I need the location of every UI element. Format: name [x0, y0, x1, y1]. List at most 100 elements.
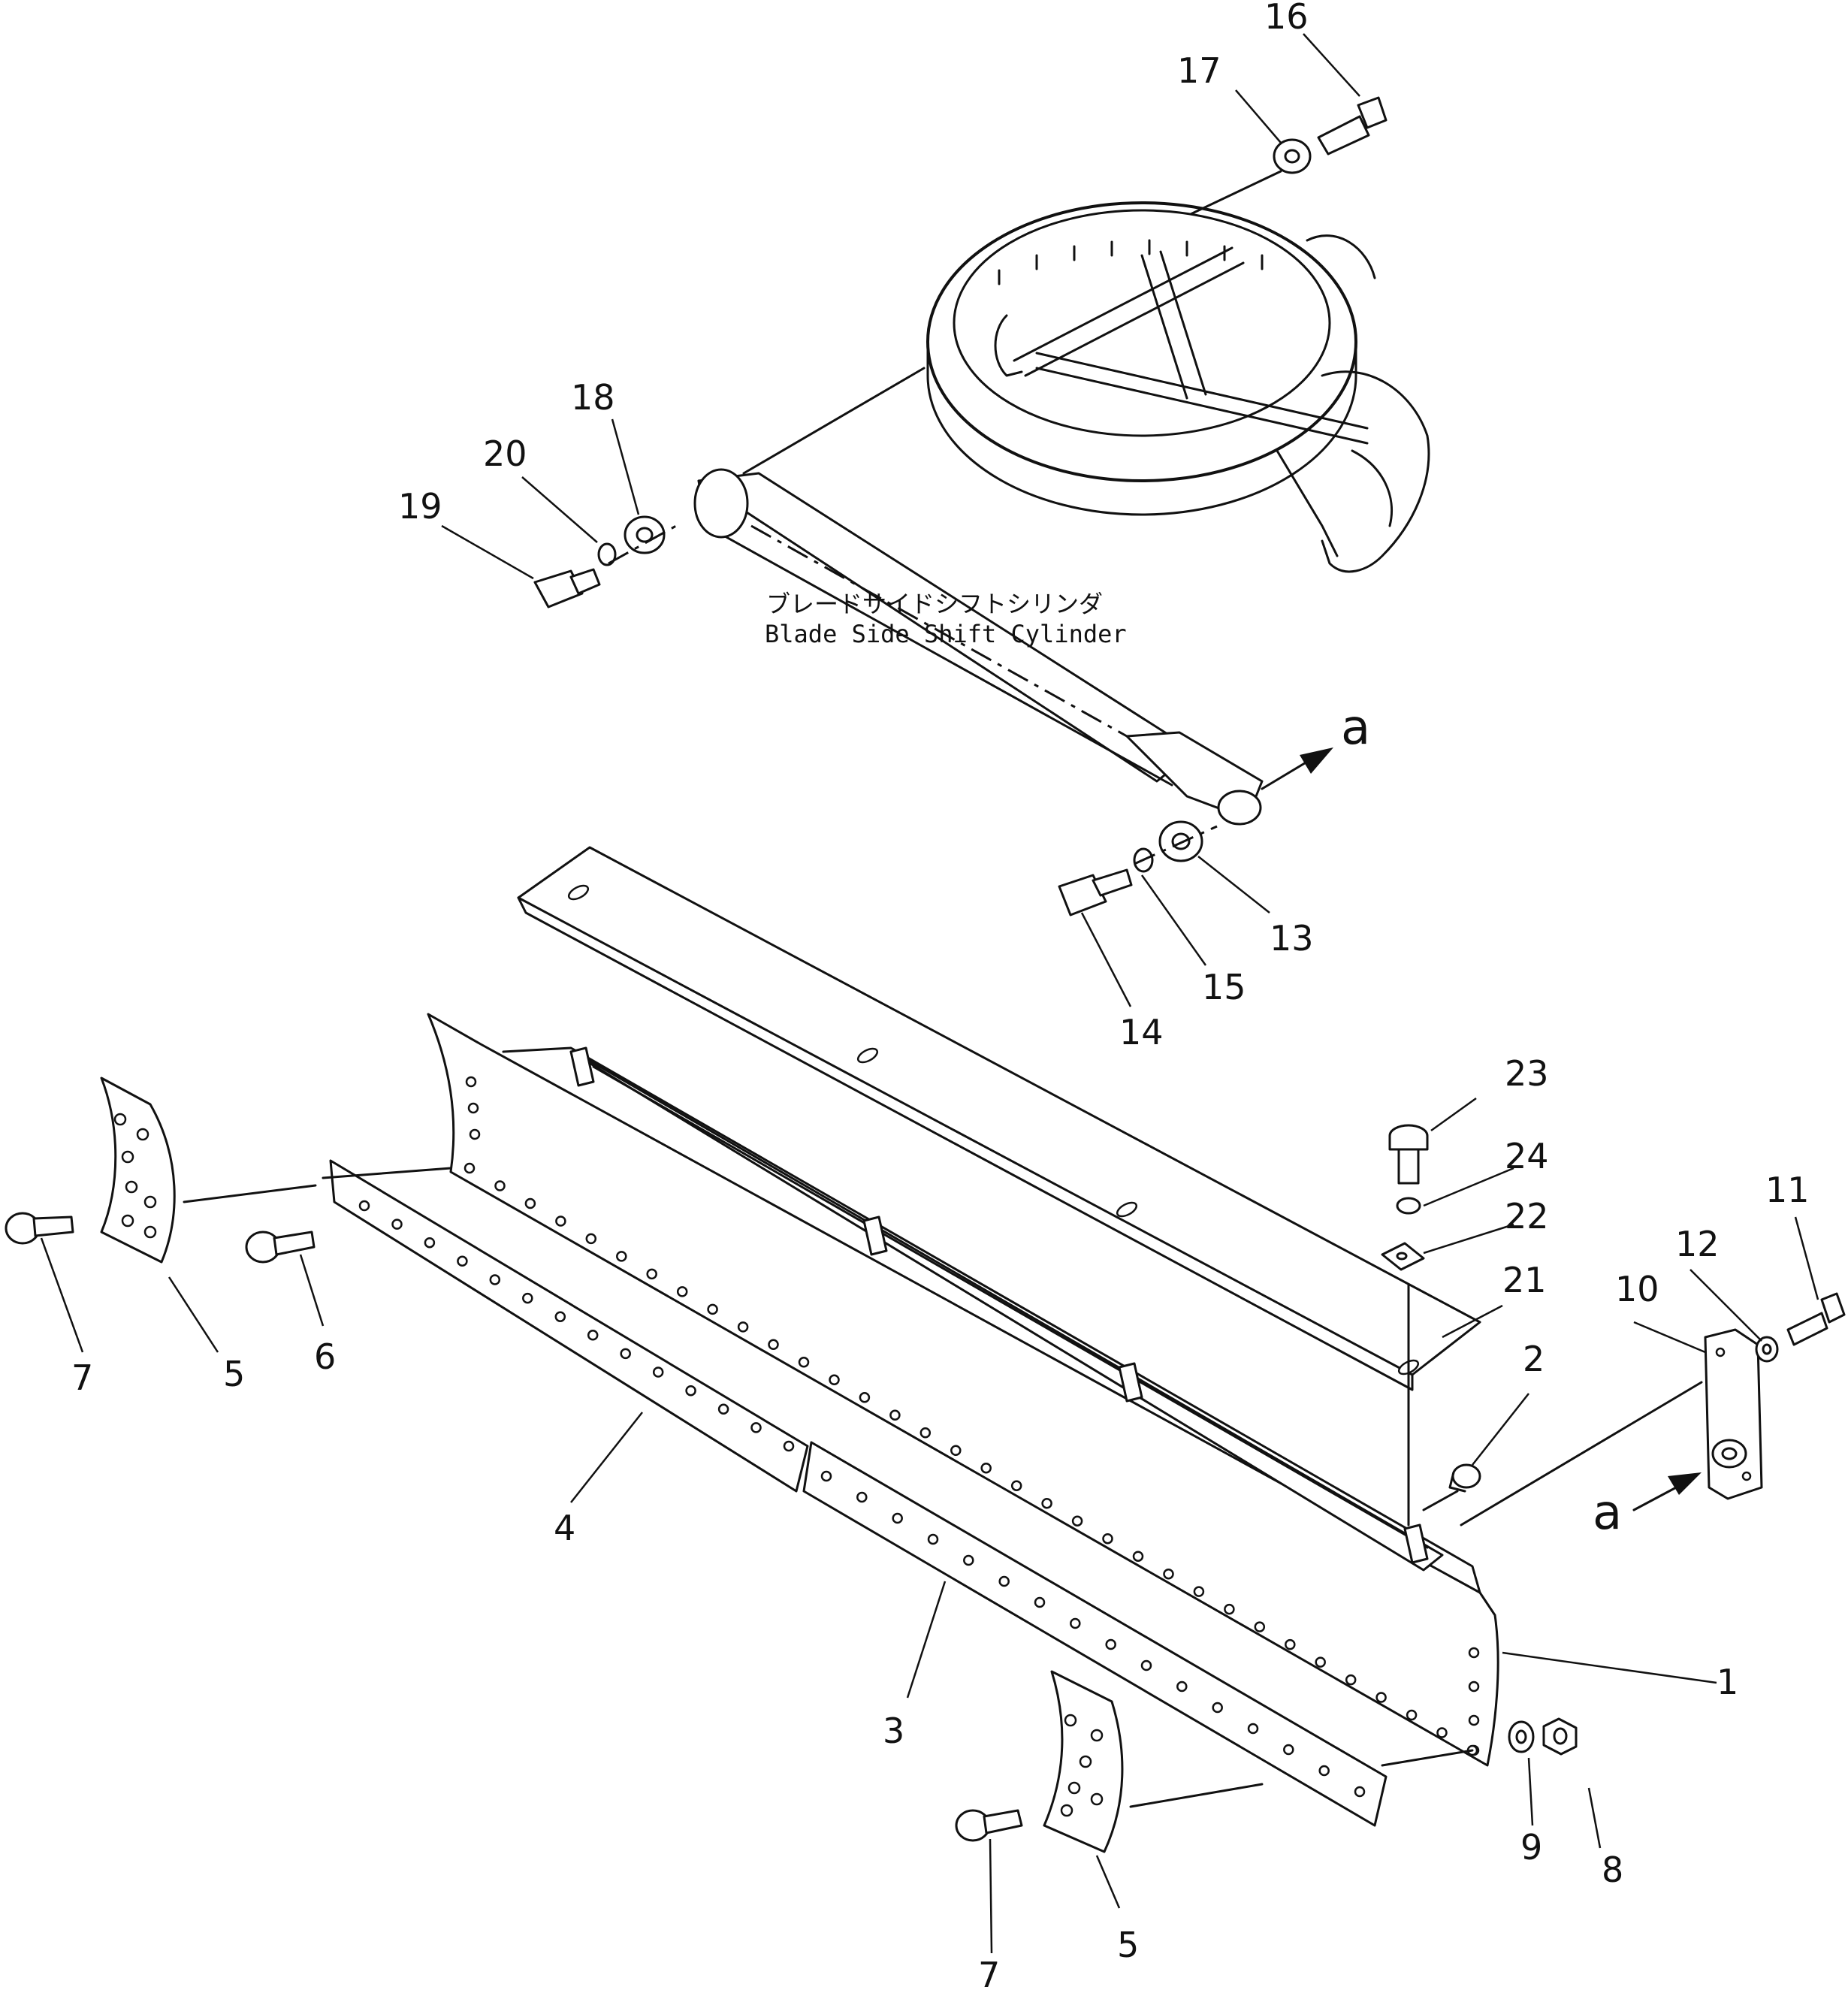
top-plate: [517, 846, 1481, 1391]
part-label-23: 23: [1505, 1053, 1549, 1094]
view-label-a-top: a: [1341, 700, 1370, 756]
side-shift-cylinder: [693, 468, 1264, 826]
caption-japanese: ブレードサイドシフトシリンダ: [766, 590, 1103, 618]
part-label-8: 8: [1602, 1850, 1623, 1890]
end-bit-left: [100, 1077, 176, 1264]
cutting-edge-hole: [1034, 1596, 1046, 1608]
part-label-16: 16: [1264, 0, 1309, 37]
cutting-edge-hole: [554, 1311, 566, 1322]
blade-bolt-hole: [1102, 1533, 1113, 1545]
cutting-edge-left: [329, 1159, 809, 1493]
cutting-edge-hole: [892, 1512, 903, 1524]
connector-line: [1189, 170, 1282, 216]
cylinder-head-fasteners: [533, 515, 677, 608]
part-label-6: 6: [314, 1336, 336, 1377]
blade-bolt-hole: [646, 1268, 657, 1280]
blade-bolt-hole: [555, 1215, 566, 1227]
rod-end-fasteners: [1058, 820, 1218, 916]
part-label-2: 2: [1523, 1339, 1545, 1379]
blade-bolt-hole: [1285, 1638, 1296, 1650]
blade-bolt-hole: [1315, 1656, 1326, 1668]
part-label-13: 13: [1270, 918, 1314, 959]
cutting-edge-hole: [424, 1237, 436, 1249]
blade-bolt-hole: [1041, 1497, 1052, 1509]
washer-24: [1396, 1197, 1421, 1215]
blade-bolt-hole: [1010, 1480, 1022, 1491]
blade-bolt-hole: [950, 1445, 962, 1457]
cutting-edge-hole: [457, 1255, 468, 1267]
cutting-edge-hole: [963, 1554, 974, 1566]
blade-bolt-hole: [1345, 1674, 1357, 1686]
cutting-edge-hole: [391, 1218, 403, 1230]
blade-bolt-hole: [494, 1180, 506, 1191]
blade-bolt-hole: [707, 1303, 718, 1315]
end-bit-right: [1043, 1670, 1124, 1853]
cutting-edge-hole: [620, 1348, 631, 1360]
top-bolt-fasteners: [1273, 96, 1388, 174]
part-label-20: 20: [483, 433, 527, 474]
blade-bolt-hole: [464, 1162, 476, 1174]
cutting-edge-hole: [1140, 1659, 1152, 1671]
washer-9: [1508, 1720, 1535, 1753]
plug-2: [1448, 1463, 1481, 1493]
cutting-edge-hole: [358, 1200, 370, 1212]
view-label-a-bottom: a: [1593, 1485, 1622, 1541]
blade-bolt-hole: [1224, 1603, 1235, 1615]
caption-english: Blade Side Shift Cylinder: [765, 620, 1127, 648]
blade-bolt-hole: [980, 1462, 992, 1474]
part-label-5-left: 5: [223, 1354, 245, 1394]
part-label-9: 9: [1520, 1827, 1542, 1868]
blade-bolt-hole: [524, 1197, 536, 1209]
blade-bolt-hole: [889, 1409, 901, 1421]
cutting-edge-hole: [717, 1403, 729, 1415]
blade-bolt-hole: [1375, 1692, 1387, 1703]
blade-bolt-hole: [1406, 1709, 1418, 1721]
cutting-edge-hole: [1283, 1744, 1294, 1756]
blade: [427, 1013, 1499, 1767]
blade-bolt-hole: [616, 1251, 627, 1262]
part-label-1: 1: [1717, 1662, 1738, 1702]
blade-bolt-hole: [798, 1357, 810, 1368]
washer-12: [1755, 1336, 1779, 1363]
cutting-edge-hole: [685, 1385, 696, 1397]
cutting-edge-hole: [1070, 1617, 1081, 1629]
bolt-7-bottom: [955, 1809, 1023, 1842]
bolt-23: [1388, 1124, 1429, 1185]
part-label-17: 17: [1177, 50, 1221, 91]
part-label-7-left: 7: [71, 1357, 93, 1398]
part-label-21: 21: [1502, 1260, 1547, 1300]
part-label-24: 24: [1505, 1136, 1549, 1176]
part-label-11: 11: [1765, 1170, 1810, 1210]
connection-lines: [183, 1167, 1703, 1808]
cutting-edge-hole: [783, 1440, 795, 1452]
cutting-edge-hole: [1354, 1786, 1366, 1798]
bolt-6: [245, 1231, 316, 1264]
blade-bolt-hole: [859, 1392, 871, 1403]
blade-bolt-hole: [1193, 1586, 1205, 1597]
cutting-edge-right: [802, 1441, 1388, 1827]
blade-bolt-hole: [585, 1233, 597, 1245]
cutting-edge-hole: [522, 1292, 533, 1304]
blade-bolt-hole: [1254, 1621, 1266, 1632]
cutting-edge-hole: [1212, 1702, 1223, 1714]
part-label-3: 3: [883, 1711, 904, 1751]
part-label-7-bottom: 7: [978, 1955, 1000, 1990]
connector-line: [742, 367, 926, 475]
view-arrow-a-top: [1261, 747, 1333, 790]
view-arrow-a-bottom: [1632, 1472, 1702, 1511]
blade-bolt-hole: [1163, 1568, 1174, 1580]
cutting-edge-hole: [1176, 1680, 1188, 1693]
cutting-edge-hole: [820, 1470, 832, 1482]
blade-bolt-hole: [829, 1374, 840, 1386]
part-label-18: 18: [571, 377, 615, 418]
plate-22: [1381, 1242, 1425, 1271]
part-label-15: 15: [1202, 967, 1246, 1007]
cutting-edge-hole: [489, 1274, 501, 1285]
blade-bolt-hole: [768, 1339, 779, 1351]
bolt-11: [1786, 1292, 1846, 1346]
blade-bolt-hole: [1132, 1551, 1144, 1562]
cutting-edge-hole: [750, 1422, 762, 1433]
bolt-7-left: [5, 1212, 74, 1245]
blade-bolt-hole: [737, 1321, 749, 1333]
